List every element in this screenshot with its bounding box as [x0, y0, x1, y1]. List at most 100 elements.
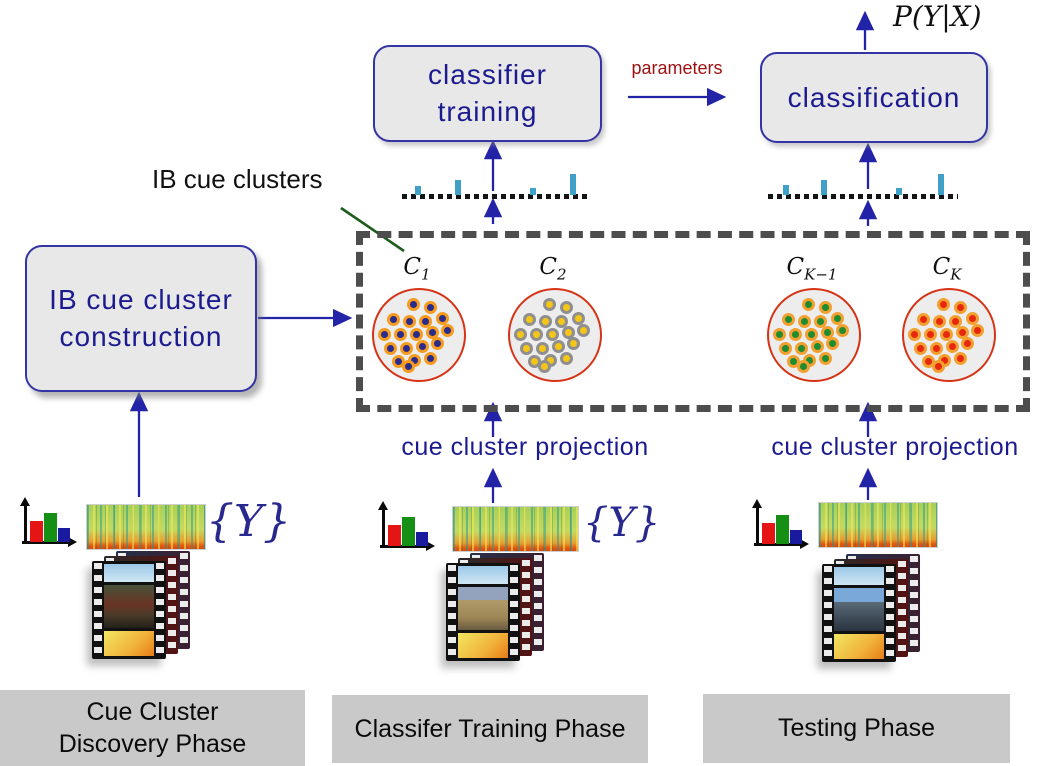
cluster-dot	[830, 311, 844, 325]
classifier-training-box[interactable]: classifier training	[373, 45, 602, 142]
histogram-bar	[415, 186, 421, 195]
cluster-dot	[916, 312, 930, 326]
phase-label-line: Testing Phase	[777, 714, 936, 743]
cluster-dot	[786, 354, 800, 368]
cue-cluster-projection-label-test: cue cluster projection	[771, 433, 1019, 461]
cluster-dot	[797, 314, 811, 328]
cluster-dot	[907, 327, 921, 341]
cluster-dot	[825, 336, 839, 350]
cluster-dot	[566, 336, 580, 350]
cluster-circle-3	[767, 288, 861, 382]
cluster-circle-4	[902, 288, 996, 382]
cluster-dot	[393, 327, 407, 341]
cluster-dot	[929, 341, 943, 355]
film-strip-front	[446, 563, 520, 661]
cluster-dot	[810, 339, 824, 353]
output-distribution-label: P(Y|X)	[893, 0, 982, 33]
cluster-dot	[939, 327, 953, 341]
cluster-dot	[576, 323, 590, 337]
cluster-dot	[399, 341, 413, 355]
spectrogram-icon	[452, 506, 579, 552]
cluster-dot	[545, 327, 559, 341]
histogram-bar	[821, 180, 827, 195]
cluster-dot	[383, 341, 397, 355]
cluster-dot	[913, 341, 927, 355]
cluster-dot	[440, 323, 454, 337]
cluster-dot	[401, 359, 415, 373]
cluster-dot	[796, 359, 810, 373]
cluster-label-4: CK	[932, 254, 962, 284]
cluster-dot	[970, 323, 984, 337]
cluster-dot	[409, 327, 423, 341]
cluster-dot	[778, 341, 792, 355]
phase-bar-training: Classifer Training Phase	[332, 695, 648, 763]
cluster-dot	[932, 314, 946, 328]
cluster-dot	[430, 336, 444, 350]
cluster-dot	[538, 314, 552, 328]
classification-box[interactable]: classification	[760, 52, 988, 143]
cluster-dot	[561, 325, 575, 339]
cluster-dot	[953, 300, 967, 314]
cluster-dot	[945, 339, 959, 353]
cluster-dot	[551, 339, 565, 353]
histogram-bar	[530, 188, 536, 195]
cluster-dot	[965, 311, 979, 325]
cluster-dot	[953, 351, 967, 365]
cluster-label-1: C1	[403, 254, 431, 284]
cluster-dot	[804, 327, 818, 341]
cluster-dot	[423, 351, 437, 365]
cluster-dot	[818, 300, 832, 314]
cluster-dot	[801, 297, 815, 311]
cluster-dot	[559, 300, 573, 314]
film-strip-front	[92, 561, 166, 659]
ib-cue-cluster-construction-box[interactable]: IB cue cluster construction	[25, 245, 257, 392]
classifier-training-line1: classifier	[428, 59, 547, 91]
cluster-dot	[402, 314, 416, 328]
cluster-circle-2	[508, 288, 602, 382]
cluster-dot	[391, 354, 405, 368]
test-cluster-histogram	[768, 164, 958, 199]
cluster-dot	[835, 323, 849, 337]
cluster-dot	[406, 297, 420, 311]
cluster-dot	[772, 327, 786, 341]
cluster-dot	[955, 325, 969, 339]
cluster-circle-1	[372, 288, 466, 382]
film-strip-icon	[822, 554, 922, 662]
rgb-histogram-icon	[18, 497, 78, 548]
cluster-dot	[931, 359, 945, 373]
histogram-bar	[455, 180, 461, 195]
phase-label-line: Classifer Training Phase	[354, 714, 626, 743]
histogram-bar	[896, 188, 902, 195]
cluster-dot	[794, 341, 808, 355]
cluster-dot	[522, 312, 536, 326]
ib-cue-clusters-container	[356, 231, 1030, 412]
set-y-label-training: {Y}	[583, 500, 661, 546]
film-strip-icon	[446, 553, 546, 661]
cluster-dot	[537, 359, 551, 373]
cluster-label-3: CK−1	[786, 254, 838, 284]
cluster-dot	[923, 327, 937, 341]
cluster-dot	[513, 327, 527, 341]
histogram-bar	[783, 185, 789, 195]
cluster-dot	[418, 314, 432, 328]
classifier-training-line2: training	[437, 95, 538, 127]
cue-cluster-projection-label-train: cue cluster projection	[401, 433, 649, 461]
train-cluster-histogram	[402, 166, 590, 199]
cluster-dot	[425, 325, 439, 339]
phase-label-line: Discovery Phase	[58, 730, 247, 758]
histogram-bar	[938, 174, 944, 195]
cluster-dot	[571, 311, 585, 325]
cluster-label-2: C2	[539, 254, 567, 284]
film-strip-front	[822, 564, 896, 662]
cluster-dot	[818, 351, 832, 365]
film-strip-icon	[92, 551, 192, 659]
cluster-dot	[559, 351, 573, 365]
cluster-dot	[948, 314, 962, 328]
cluster-dot	[527, 354, 541, 368]
set-y-label-discovery: {Y}	[206, 496, 292, 547]
cluster-dot	[820, 325, 834, 339]
parameters-label: parameters	[631, 58, 723, 78]
cluster-dot	[415, 339, 429, 353]
phase-bar-testing: Testing Phase	[703, 694, 1010, 763]
